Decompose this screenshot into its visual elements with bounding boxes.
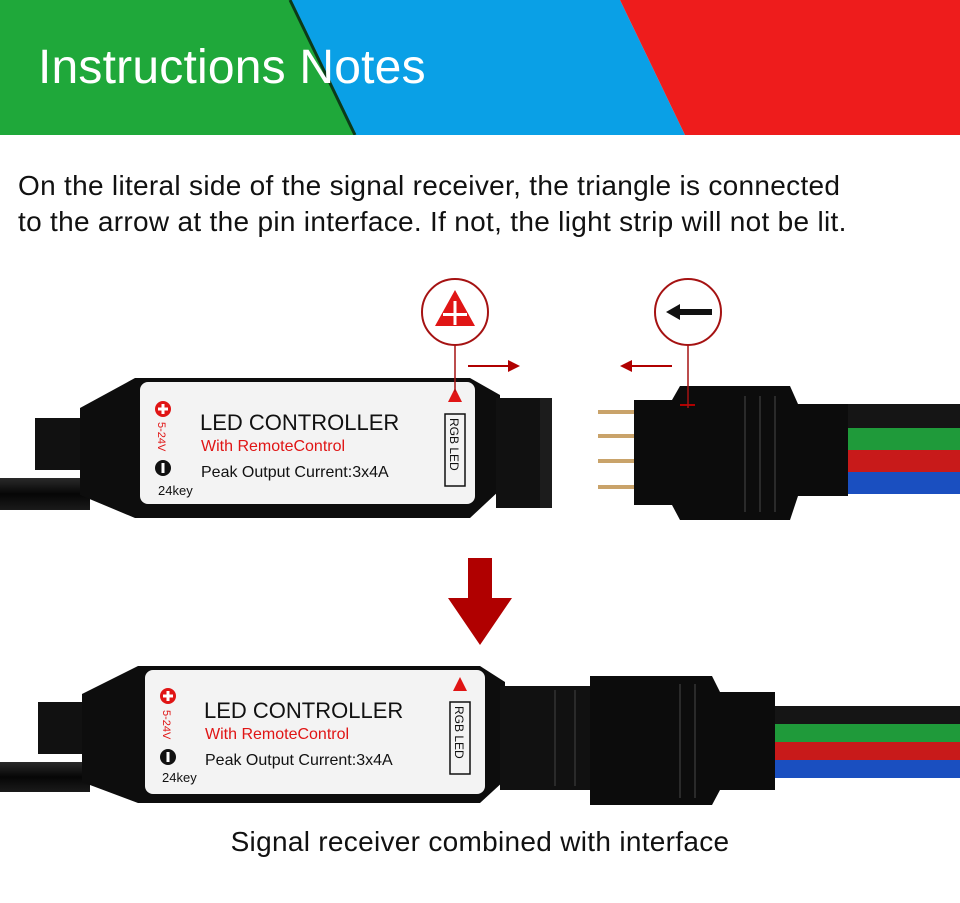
- arrow-callout-icon: [666, 304, 712, 320]
- wire-black-bottom: [770, 706, 960, 724]
- plus-icon-v: [161, 404, 165, 414]
- pin-plug-top: [598, 386, 960, 520]
- instruction-line-1: On the literal side of the signal receiv…: [18, 170, 841, 201]
- pin-4: [598, 485, 636, 489]
- rgb-led-label: RGB LED: [447, 418, 461, 471]
- wire-blue-bottom: [770, 760, 960, 778]
- wire-green-top: [820, 428, 960, 450]
- triangle-cross-v: [453, 301, 457, 325]
- cable-tab-bottom: [38, 702, 90, 754]
- banner-divider: [288, 0, 357, 135]
- rgb-led-label-bottom: RGB LED: [452, 706, 466, 759]
- plug-housing-bottom: [590, 676, 775, 805]
- controller-subtitle: With RemoteControl: [201, 438, 345, 455]
- connector-socket-top: [496, 398, 550, 508]
- rgb-led-box: [444, 413, 466, 487]
- controller-label-bottom: [145, 670, 485, 794]
- page-title: Instructions Notes: [38, 41, 426, 94]
- instruction-line-2: to the arrow at the pin interface. If no…: [18, 206, 847, 237]
- banner-red-band: [620, 0, 960, 135]
- controller-current: Peak Output Current:3x4A: [201, 464, 389, 481]
- banner-blue-band: [290, 0, 685, 135]
- voltage-label-bottom: 5-24V: [160, 710, 172, 740]
- pin-1: [598, 410, 636, 414]
- triangle-callout: [421, 278, 489, 392]
- plug-housing-top: [634, 386, 848, 520]
- controller-bottom-markings: 5-24V 24key LED CONTROLLER With RemoteCo…: [160, 677, 471, 785]
- socket-face-top: [540, 398, 552, 508]
- connector-joint-bottom: [500, 686, 592, 790]
- controller-title: LED CONTROLLER: [200, 410, 399, 435]
- pin-2: [598, 434, 636, 438]
- wire-red-top: [820, 450, 960, 472]
- connection-illustration: 5-24V 24key LED CONTROLLER With RemoteCo…: [0, 278, 960, 805]
- voltage-label: 5-24V: [155, 422, 167, 452]
- arrow-callout: [654, 278, 722, 408]
- keys-label-bottom: 24key: [162, 770, 197, 785]
- controller-label-top: [140, 382, 475, 504]
- controller-subtitle-bottom: With RemoteControl: [205, 726, 349, 743]
- plus-icon-bottom-v: [166, 691, 170, 701]
- triangle-marker-icon-bottom: [453, 677, 467, 691]
- wire-green-bottom: [770, 724, 960, 742]
- header-banner: [0, 0, 960, 135]
- controller-top: [0, 378, 552, 518]
- instruction-text: On the literal side of the signal receiv…: [18, 168, 948, 240]
- arrow-right-head: [508, 360, 520, 372]
- controller-title-bottom: LED CONTROLLER: [204, 698, 403, 723]
- wire-blue-top: [820, 472, 960, 494]
- controller-bottom: [0, 666, 960, 805]
- minus-icon-bar: [161, 463, 165, 473]
- wire-red-bottom: [770, 742, 960, 760]
- controller-current-bottom: Peak Output Current:3x4A: [205, 752, 393, 769]
- caption: Signal receiver combined with interface: [230, 826, 730, 857]
- down-arrow-icon: [448, 558, 512, 645]
- rgb-led-box-bottom: [449, 701, 471, 775]
- minus-icon-bottom-bar: [166, 752, 170, 762]
- triangle-marker-icon: [448, 388, 462, 402]
- power-cable-bottom: [0, 762, 90, 792]
- arrow-left-head: [620, 360, 632, 372]
- arrow-right: [468, 360, 520, 372]
- controller-top-markings: 5-24V 24key LED CONTROLLER With RemoteCo…: [155, 388, 466, 498]
- keys-label: 24key: [158, 483, 193, 498]
- banner-green-band: [0, 0, 355, 135]
- power-cable-top: [0, 478, 90, 510]
- arrow-left: [620, 360, 672, 372]
- pin-3: [598, 459, 636, 463]
